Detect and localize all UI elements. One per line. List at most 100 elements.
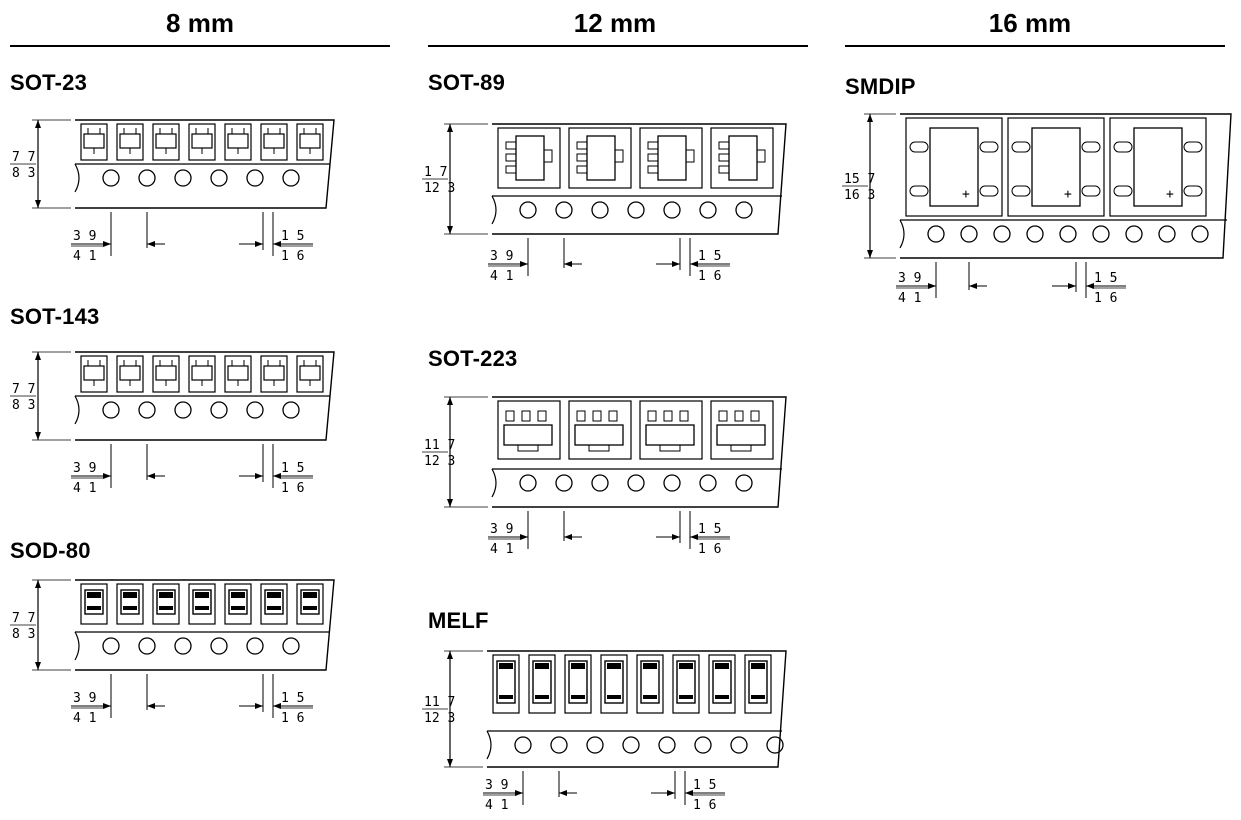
sprocket-hole — [246, 169, 264, 187]
pitch-arrow — [147, 473, 155, 479]
sprocket-hole — [658, 736, 676, 754]
component-pocket — [116, 583, 144, 625]
component-lead — [521, 410, 531, 422]
component-pocket — [497, 127, 561, 189]
component-pocket — [568, 400, 632, 460]
component-lead — [1081, 185, 1101, 197]
tape-diagram-sot89: 1 712 33 94 11 51 6 — [422, 123, 787, 284]
pitch-value-top: 3 9 — [73, 691, 96, 706]
component-pocket — [564, 654, 592, 714]
component-pocket — [80, 583, 108, 625]
component-body — [155, 365, 177, 381]
component-pocket — [188, 583, 216, 625]
component-lead — [718, 141, 730, 150]
height-arrow — [867, 250, 873, 258]
height-arrow — [447, 397, 453, 405]
component-lead — [647, 153, 659, 162]
component-body — [748, 660, 768, 704]
component-band — [715, 695, 729, 699]
tape-diagram-sot143: 7 78 33 94 11 51 6 — [10, 351, 335, 496]
sprocket-hole — [960, 225, 978, 243]
component-band — [751, 663, 765, 669]
component-band — [123, 592, 137, 598]
component-pocket — [296, 355, 324, 393]
component-tab — [659, 444, 681, 452]
gap-arrow — [255, 703, 263, 709]
package-title-sot143: SOT-143 — [10, 304, 100, 329]
component-pocket — [188, 123, 216, 161]
height-arrow — [447, 124, 453, 132]
polarity-plus-mark: + — [962, 187, 970, 202]
sprocket-hole — [1158, 225, 1176, 243]
sprocket-hole — [622, 736, 640, 754]
gap-arrow — [255, 473, 263, 479]
pitch-value-top: 3 9 — [73, 229, 96, 244]
column-heading-12mm: 12 mm — [573, 8, 657, 38]
sprocket-hole — [927, 225, 945, 243]
component-lead — [1011, 185, 1031, 197]
sprocket-hole — [174, 401, 192, 419]
component-lead — [505, 165, 517, 174]
sprocket-hole — [699, 474, 717, 492]
height-arrow — [35, 120, 41, 128]
component-tab — [685, 149, 695, 163]
component-band — [231, 592, 245, 598]
pitch-value-top: 3 9 — [485, 778, 508, 793]
sprocket-hole — [555, 201, 573, 219]
component-lead — [734, 410, 744, 422]
component-pocket — [672, 654, 700, 714]
component-band — [303, 606, 317, 610]
component-tab — [756, 149, 766, 163]
component-lead — [663, 410, 673, 422]
pitch-value-bottom: 4 1 — [73, 481, 96, 496]
tape-tear-edge — [486, 730, 492, 760]
gap-arrow — [672, 534, 680, 540]
pitch-value-bottom: 4 1 — [73, 711, 96, 726]
component-body — [191, 365, 213, 381]
component-pocket — [152, 355, 180, 393]
component-body — [299, 133, 321, 149]
component-pocket — [710, 400, 774, 460]
gap-value-top: 1 5 — [693, 778, 716, 793]
component-band — [643, 695, 657, 699]
component-lead — [979, 185, 999, 197]
component-pocket — [116, 123, 144, 161]
tape-diagram-sod80: 7 78 33 94 11 51 6 — [10, 579, 335, 726]
component-pocket — [260, 123, 288, 161]
component-band — [607, 695, 621, 699]
height-arrow — [35, 200, 41, 208]
tape-tear-edge — [899, 219, 905, 249]
sprocket-hole — [210, 637, 228, 655]
component-body — [657, 135, 687, 181]
component-body — [712, 660, 732, 704]
component-lead — [1183, 185, 1203, 197]
component-lead — [909, 185, 929, 197]
component-body — [640, 660, 660, 704]
component-pocket — [1109, 117, 1207, 217]
height-value-top: 11 7 — [424, 695, 455, 710]
sprocket-hole — [246, 637, 264, 655]
sprocket-hole — [591, 201, 609, 219]
pitch-arrow — [564, 261, 572, 267]
sprocket-hole — [550, 736, 568, 754]
sprocket-hole — [694, 736, 712, 754]
component-body — [119, 365, 141, 381]
component-pocket — [905, 117, 1003, 217]
component-lead — [505, 153, 517, 162]
sprocket-hole — [138, 169, 156, 187]
component-lead — [1113, 185, 1133, 197]
component-body — [532, 660, 552, 704]
component-band — [535, 695, 549, 699]
polarity-plus-mark: + — [1064, 187, 1072, 202]
pitch-arrow — [103, 703, 111, 709]
component-band — [87, 592, 101, 598]
component-band — [195, 606, 209, 610]
carrier-tape-outline — [492, 396, 787, 508]
package-title-sot23: SOT-23 — [10, 70, 88, 95]
component-band — [267, 606, 281, 610]
component-pocket — [710, 127, 774, 189]
component-body — [263, 133, 285, 149]
component-band — [679, 695, 693, 699]
sprocket-hole — [1059, 225, 1077, 243]
height-value-top: 1 7 — [424, 165, 447, 180]
